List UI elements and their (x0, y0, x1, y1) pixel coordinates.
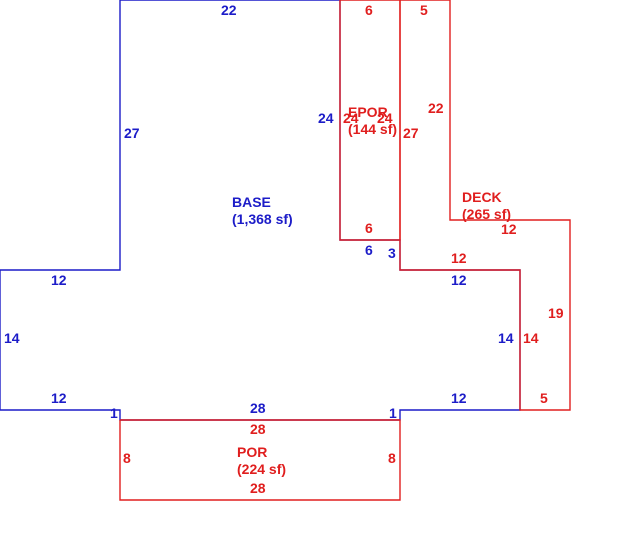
deck-dim-inner: 12 (451, 250, 467, 266)
deck-dim-left-upper: 22 (428, 100, 444, 116)
base-dim-step-left: 1 (110, 405, 118, 421)
base-dim-right-upper: 24 (318, 110, 334, 126)
epor-area-label: (144 sf) (348, 121, 397, 137)
epor-dim-outer-right: 27 (403, 125, 419, 141)
epor-dim-top: 6 (365, 2, 373, 18)
base-area-label: (1,368 sf) (232, 211, 293, 227)
epor-dim-right: 24 (377, 110, 393, 126)
por-dim-right: 8 (388, 450, 396, 466)
deck-dim-right: 19 (548, 305, 564, 321)
base-dim-left-upper: 27 (124, 125, 140, 141)
deck-name-label: DECK (462, 189, 502, 205)
por-outline (119, 419, 401, 501)
deck-area-label: (265 sf) (462, 206, 511, 222)
base-dim-bottom: 28 (250, 400, 266, 416)
base-dim-right-arm-bottom: 12 (451, 390, 467, 406)
epor-dim-left: 24 (343, 110, 359, 126)
base-name-label: BASE (232, 194, 271, 210)
por-dim-left: 8 (123, 450, 131, 466)
deck-outline (399, 0, 571, 411)
base-dim-left-arm-bottom: 12 (51, 390, 67, 406)
base-dim-top: 22 (221, 2, 237, 18)
por-dim-top: 28 (250, 421, 266, 437)
base-dim-right-arm-side: 14 (498, 330, 514, 346)
deck-dim-bottom: 5 (540, 390, 548, 406)
base-outline (0, 0, 521, 421)
por-dim-bottom: 28 (250, 480, 266, 496)
epor-dim-bottom: 6 (365, 220, 373, 236)
epor-name-label: EPOR (348, 104, 388, 120)
deck-dim-top: 5 (420, 2, 428, 18)
base-dim-notch-bottom: 6 (365, 242, 373, 258)
base-dim-notch-side: 3 (388, 245, 396, 261)
por-name-label: POR (237, 444, 267, 460)
base-dim-step-right: 1 (389, 405, 397, 421)
base-dim-right-arm-top: 12 (451, 272, 467, 288)
deck-dim-side: 14 (523, 330, 539, 346)
por-area-label: (224 sf) (237, 461, 286, 477)
deck-dim-step: 12 (501, 221, 517, 237)
base-dim-left-arm-side: 14 (4, 330, 20, 346)
base-dim-left-arm-top: 12 (51, 272, 67, 288)
